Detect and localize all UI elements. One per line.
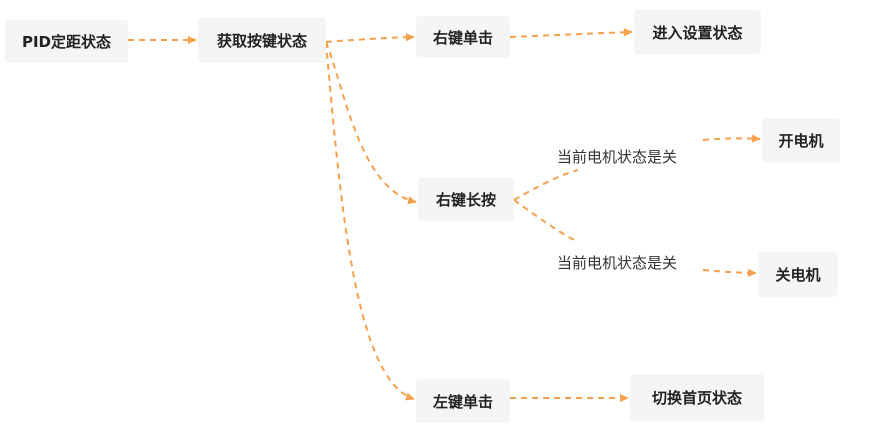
node-enter-setting: 进入设置状态	[634, 10, 761, 54]
node-right-long-press: 右键长按	[418, 178, 514, 221]
edge-label-motor-off: 当前电机状态是关	[557, 252, 678, 273]
node-right-click: 右键单击	[416, 16, 510, 58]
node-motor-off: 关电机	[758, 252, 838, 297]
node-motor-on: 开电机	[762, 118, 840, 163]
node-left-click: 左键单击	[416, 379, 510, 423]
edge-getkey-to-leftclick	[325, 41, 415, 401]
node-switch-home: 切换首页状态	[630, 374, 764, 421]
edge-getkey-to-rightclick	[325, 33, 415, 43]
node-get-key-state: 获取按键状态	[198, 18, 326, 63]
edge-rightlong-to-motoron	[513, 138, 760, 201]
node-pid-state: PID定距状态	[5, 20, 128, 63]
edge-rightlong-to-motoroff	[513, 199, 756, 273]
edge-getkey-to-rightlong	[325, 41, 417, 205]
edge-rightclick-to-enterset	[509, 28, 633, 38]
edge-label-motor-on: 当前电机状态是关	[557, 146, 678, 167]
